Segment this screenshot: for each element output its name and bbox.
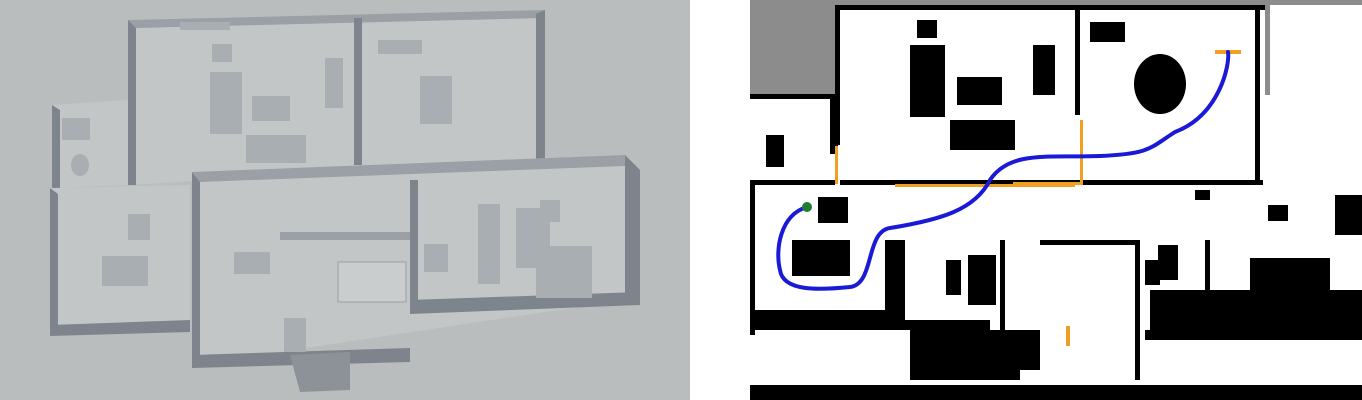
obstacle (792, 240, 850, 276)
obstacle (917, 20, 937, 38)
occupancy-map-view (750, 0, 1362, 400)
tv-unit (325, 58, 343, 108)
apartment-3d-render (50, 10, 640, 392)
obstacle (1033, 45, 1055, 95)
obstacle (946, 260, 961, 295)
obstacle (968, 255, 996, 305)
shelf (180, 22, 230, 30)
start-marker (802, 202, 812, 212)
cabinet (284, 318, 306, 352)
door (1013, 182, 1083, 185)
upper-rooms (128, 10, 545, 185)
sink (62, 118, 90, 140)
obstacle (1158, 245, 1178, 280)
stove (424, 244, 448, 272)
counter (234, 252, 270, 274)
door (1080, 120, 1083, 182)
planned-path (776, 50, 1231, 291)
armchair (540, 200, 560, 222)
lower-rooms (192, 155, 640, 392)
obstacle (1268, 205, 1288, 221)
obstacle (818, 197, 848, 223)
bed (102, 256, 148, 286)
obstacle (957, 77, 1002, 105)
furniture-obstacles (766, 20, 1288, 305)
cabinet (378, 40, 422, 54)
obstacle (950, 120, 1015, 150)
sofa (246, 135, 306, 163)
entrance (290, 352, 350, 392)
table (337, 261, 407, 303)
dining-table (420, 76, 452, 124)
sofa (210, 72, 242, 134)
coffee-table (252, 96, 290, 121)
obstacle (1090, 22, 1125, 42)
walls (750, 5, 1362, 400)
goal-door (1066, 326, 1070, 346)
desk-chair (128, 214, 150, 240)
obstacle (766, 135, 784, 167)
obstacle (910, 45, 945, 117)
armchair (212, 44, 232, 62)
occupancy-map (750, 0, 1362, 400)
bed (536, 246, 592, 298)
toilet (71, 154, 89, 176)
left-rooms (50, 100, 190, 336)
render-view (0, 0, 690, 400)
partition-wall (280, 232, 410, 240)
sofa (478, 204, 500, 284)
door (835, 146, 838, 184)
obstacle (1134, 54, 1186, 114)
